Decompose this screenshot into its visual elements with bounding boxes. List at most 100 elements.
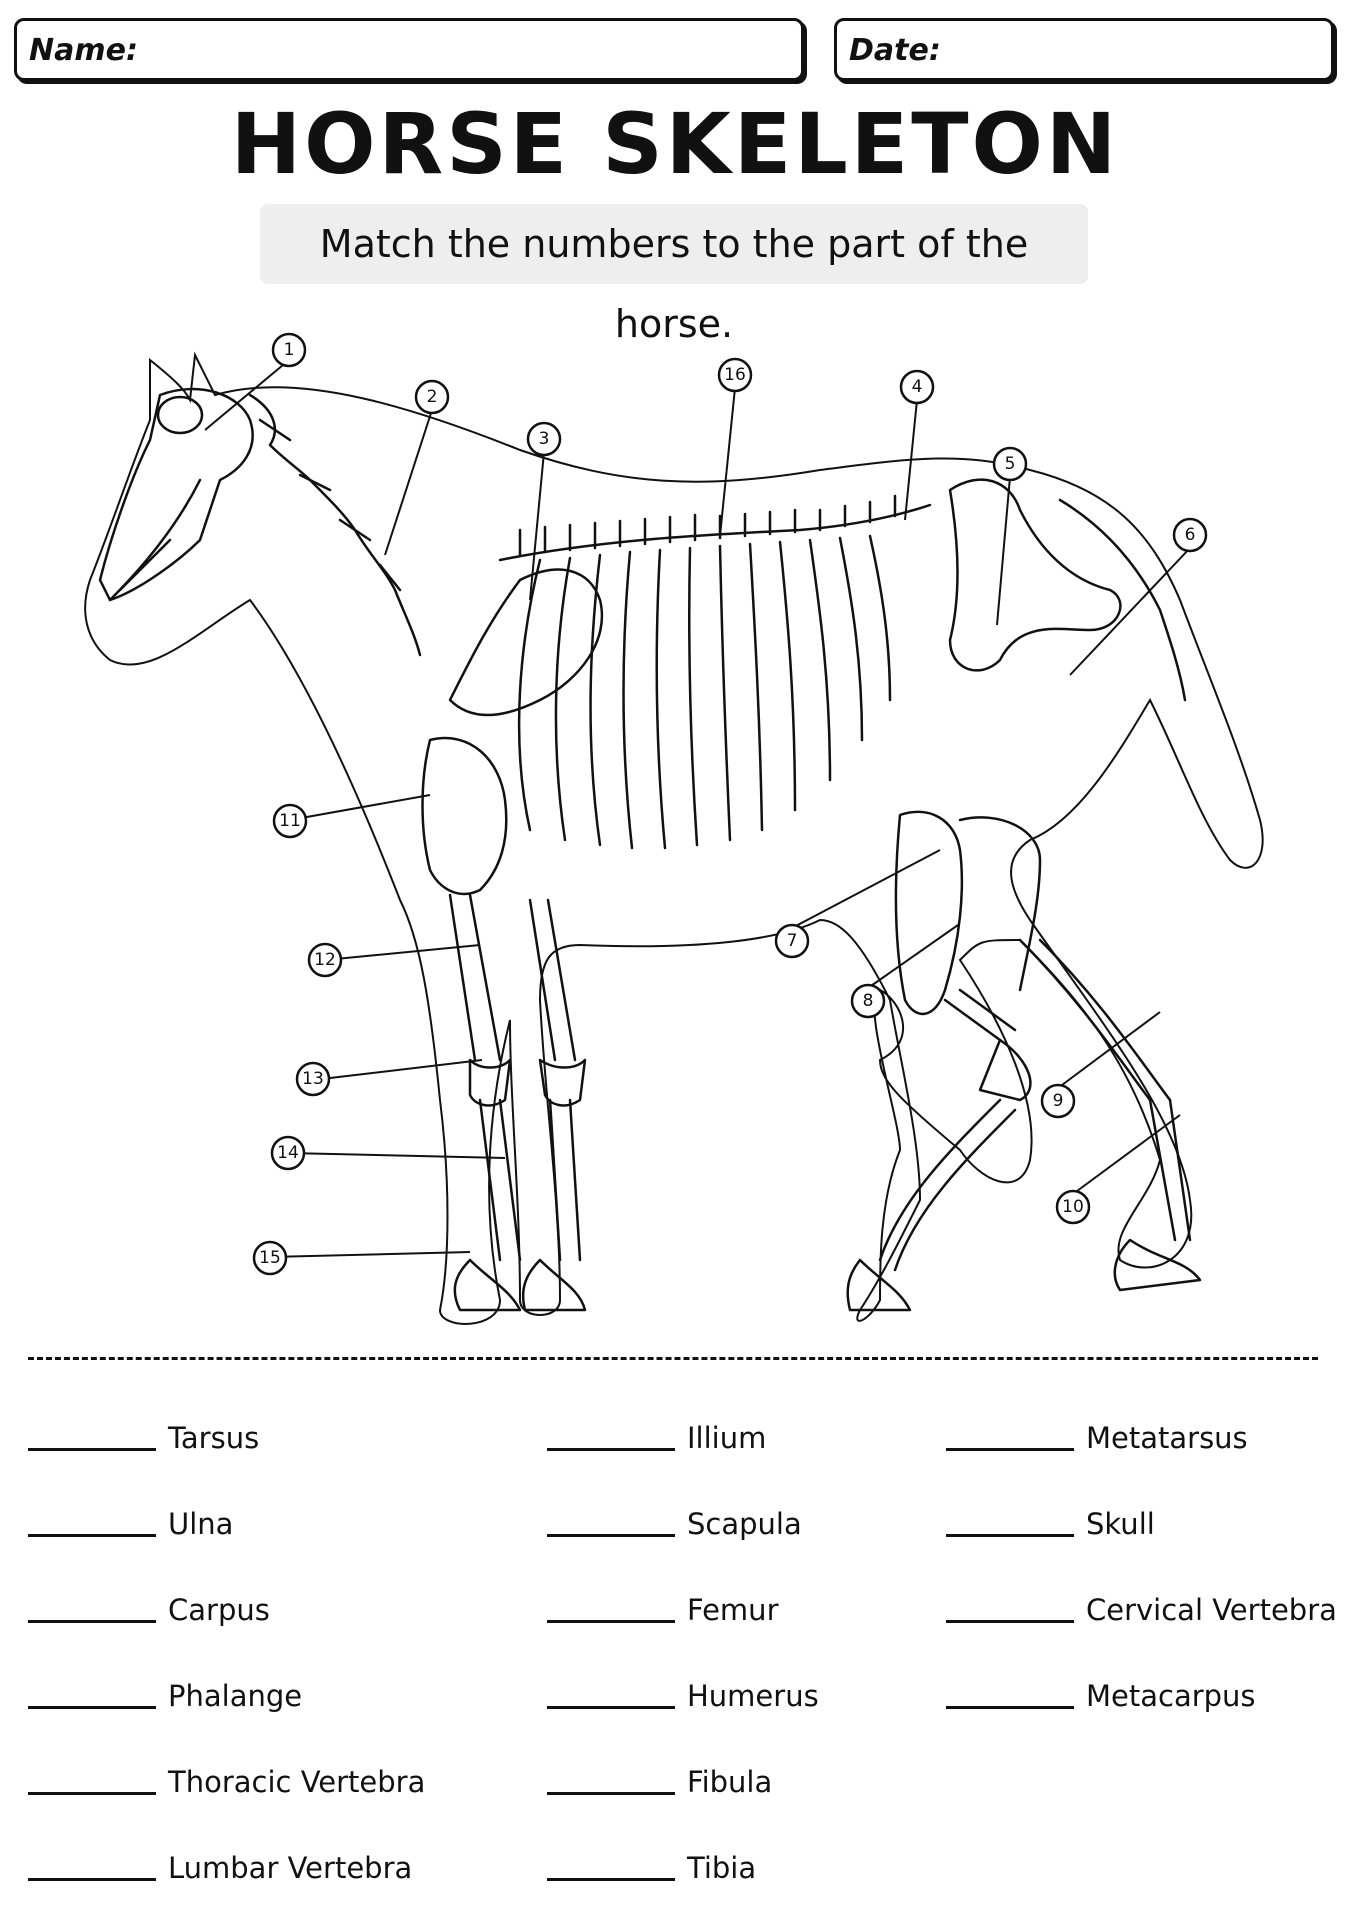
- svg-text:3: 3: [539, 429, 550, 449]
- answer-label: Metatarsus: [1086, 1421, 1248, 1455]
- svg-text:14: 14: [277, 1143, 299, 1163]
- hind-leg-bones: [846, 810, 1202, 1312]
- svg-text:9: 9: [1053, 1091, 1064, 1111]
- callout-5: 5: [992, 446, 1028, 482]
- answer-label: Scapula: [687, 1507, 802, 1541]
- svg-text:12: 12: [314, 950, 336, 970]
- callout-4: 4: [899, 369, 935, 405]
- answer-row: Carpus: [28, 1567, 425, 1653]
- answer-label: Tarsus: [168, 1421, 260, 1455]
- answer-blank[interactable]: [547, 1512, 675, 1537]
- callout-6: 6: [1172, 517, 1208, 553]
- callout-3: 3: [526, 421, 562, 457]
- answer-row: Humerus: [547, 1653, 819, 1739]
- callout-1: 1: [271, 332, 307, 368]
- answer-blank[interactable]: [28, 1512, 156, 1537]
- jaw-bone: [108, 478, 202, 602]
- rib-cage: [517, 534, 892, 850]
- front-leg-bones: [421, 736, 587, 1312]
- answer-label: Metacarpus: [1086, 1679, 1256, 1713]
- answer-label: Tibia: [687, 1851, 757, 1885]
- answer-blank[interactable]: [946, 1598, 1074, 1623]
- callout-13: 13: [295, 1061, 331, 1097]
- callout-14: 14: [270, 1135, 306, 1171]
- answer-row: Metacarpus: [946, 1653, 1337, 1739]
- callout-9: 9: [1040, 1083, 1076, 1119]
- answer-blank[interactable]: [547, 1684, 675, 1709]
- answer-row: Fibula: [547, 1739, 819, 1825]
- answer-blank[interactable]: [547, 1598, 675, 1623]
- answer-blank[interactable]: [946, 1684, 1074, 1709]
- dashed-divider: [28, 1357, 1318, 1360]
- date-label: Date:: [849, 33, 941, 68]
- callout-12: 12: [307, 942, 343, 978]
- cervical-vertebrae: [248, 393, 422, 657]
- answer-blank[interactable]: [28, 1426, 156, 1451]
- answer-blank[interactable]: [28, 1684, 156, 1709]
- answer-blank[interactable]: [946, 1426, 1074, 1451]
- instruction-banner: Match the numbers to the part of the hor…: [260, 204, 1088, 346]
- answer-blank[interactable]: [946, 1512, 1074, 1537]
- svg-text:8: 8: [863, 991, 874, 1011]
- answer-label: Cervical Vertebra: [1086, 1593, 1337, 1627]
- answer-row: Metatarsus: [946, 1395, 1337, 1481]
- answer-label: Phalange: [168, 1679, 303, 1713]
- svg-text:10: 10: [1062, 1197, 1084, 1217]
- horse-skeleton-diagram: 1 2 3 4 5 6 7 8 9 10 11 12 13 14 15 16: [84, 332, 1264, 1325]
- answer-row: Phalange: [28, 1653, 425, 1739]
- answer-blank[interactable]: [28, 1598, 156, 1623]
- answer-label: Carpus: [168, 1593, 270, 1627]
- svg-text:1: 1: [284, 340, 295, 360]
- svg-text:15: 15: [259, 1248, 281, 1268]
- answer-label: Humerus: [687, 1679, 819, 1713]
- answer-label: Ulna: [168, 1507, 234, 1541]
- answer-label: Fibula: [687, 1765, 773, 1799]
- svg-text:4: 4: [912, 377, 923, 397]
- scapula-bone: [448, 568, 604, 717]
- answer-label: Thoracic Vertebra: [168, 1765, 426, 1799]
- answer-row: Illium: [547, 1395, 819, 1481]
- name-label: Name:: [29, 33, 138, 68]
- svg-text:13: 13: [302, 1069, 324, 1089]
- leader-lines: [204, 359, 1191, 1258]
- svg-text:7: 7: [787, 931, 798, 951]
- answer-column-2: Illium Scapula Femur Humerus Fibula Tibi…: [547, 1395, 819, 1911]
- answer-row: Lumbar Vertebra: [28, 1825, 425, 1911]
- svg-text:2: 2: [427, 387, 438, 407]
- answer-row: Femur: [547, 1567, 819, 1653]
- pelvis-bone: [948, 478, 1122, 672]
- horse-outline: [84, 351, 1264, 1325]
- answer-column-3: Metatarsus Skull Cervical Vertebra Metac…: [946, 1395, 1337, 1739]
- answer-blank[interactable]: [28, 1770, 156, 1795]
- answer-label: Lumbar Vertebra: [168, 1851, 413, 1885]
- answer-blank[interactable]: [547, 1770, 675, 1795]
- answer-column-1: Tarsus Ulna Carpus Phalange Thoracic Ver…: [28, 1395, 425, 1911]
- spine: [498, 494, 932, 562]
- answer-row: Thoracic Vertebra: [28, 1739, 425, 1825]
- svg-text:6: 6: [1185, 525, 1196, 545]
- answer-row: Ulna: [28, 1481, 425, 1567]
- callout-11: 11: [272, 803, 308, 839]
- callout-7: 7: [774, 923, 810, 959]
- tail-vertebrae: [1058, 498, 1187, 702]
- callout-2: 2: [414, 379, 450, 415]
- svg-text:16: 16: [724, 365, 746, 385]
- answer-row: Tarsus: [28, 1395, 425, 1481]
- answer-blank[interactable]: [547, 1426, 675, 1451]
- answer-blank[interactable]: [28, 1856, 156, 1881]
- eye-socket: [156, 395, 204, 435]
- callout-8: 8: [850, 983, 886, 1019]
- svg-text:11: 11: [279, 811, 301, 831]
- answer-row: Scapula: [547, 1481, 819, 1567]
- answer-blank[interactable]: [547, 1856, 675, 1881]
- answer-label: Skull: [1086, 1507, 1155, 1541]
- callout-16: 16: [717, 357, 753, 393]
- name-field[interactable]: Name:: [14, 18, 804, 81]
- answer-row: Tibia: [547, 1825, 819, 1911]
- answer-label: Femur: [687, 1593, 779, 1627]
- svg-text:5: 5: [1005, 454, 1016, 474]
- callout-15: 15: [252, 1240, 288, 1276]
- date-field[interactable]: Date:: [834, 18, 1334, 81]
- answer-label: Illium: [687, 1421, 767, 1455]
- answer-row: Cervical Vertebra: [946, 1567, 1337, 1653]
